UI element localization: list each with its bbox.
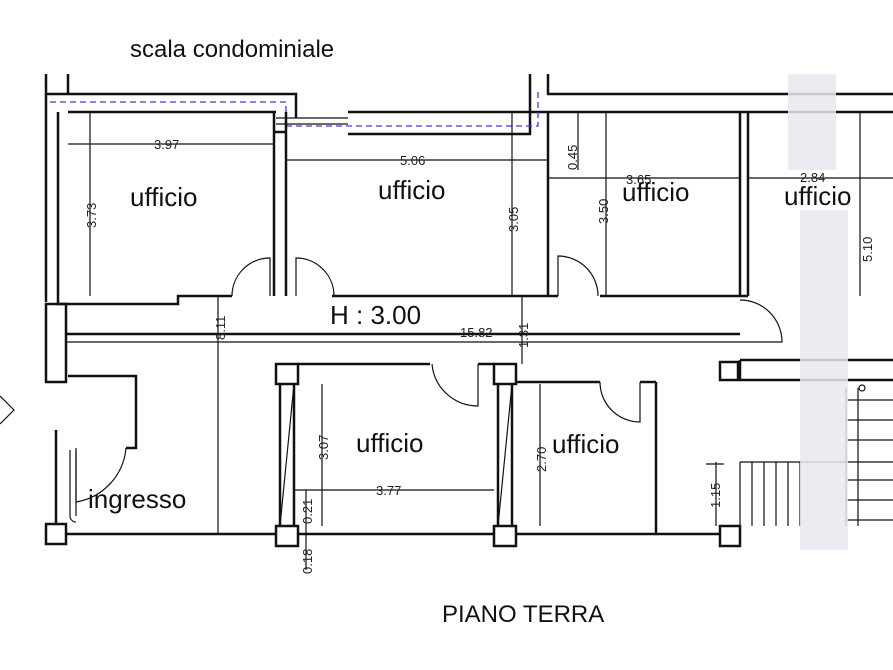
dim-label: 3.97 — [154, 137, 179, 152]
dim-label: 0.45 — [565, 145, 580, 170]
stair-label: scala condominiale — [130, 36, 334, 63]
dim-label: 3.07 — [316, 435, 331, 460]
dim-label: 3.65 — [626, 172, 651, 187]
dim-label: 3.73 — [84, 203, 99, 228]
dim-label: 1.15 — [708, 483, 723, 508]
entrance-arrow-icon — [0, 395, 15, 425]
room-labels: ufficio ufficio ufficio ufficio ufficio … — [88, 175, 851, 514]
room-label: ufficio — [622, 177, 689, 207]
dim-label: 3.50 — [596, 199, 611, 224]
dimension-labels: 3.97 3.73 5.06 3.05 0.45 3.65 3.50 2.84 … — [84, 137, 875, 574]
top-offices-walls — [56, 112, 750, 306]
dim-label: 0.18 — [300, 549, 315, 574]
ceiling-height-label: H : 3.00 — [330, 300, 421, 330]
room-label: ingresso — [88, 484, 186, 514]
room-label: ufficio — [356, 428, 423, 458]
room-label: ufficio — [552, 429, 619, 459]
landing-dashed-line — [50, 92, 539, 127]
dim-label: 3.05 — [506, 207, 521, 232]
room-label: ufficio — [784, 181, 851, 211]
top-doors — [231, 255, 783, 343]
dim-label: 2.70 — [534, 447, 549, 472]
dim-label: 5.06 — [400, 153, 425, 168]
room-label: ufficio — [130, 182, 197, 212]
room-label: ufficio — [378, 175, 445, 205]
stairs — [739, 384, 893, 526]
dim-label: 0.21 — [300, 499, 315, 524]
dim-label: 2.84 — [800, 170, 825, 185]
dim-label: 5.10 — [860, 237, 875, 262]
floor-title: PIANO TERRA — [442, 601, 604, 628]
corridor-walls — [44, 302, 893, 384]
blurred-area — [800, 210, 848, 550]
dim-label: 1.31 — [516, 323, 531, 348]
dim-label: 15.82 — [460, 325, 493, 340]
top-walls — [44, 74, 893, 302]
bottom-offices-walls — [274, 360, 742, 548]
dim-label: 8.11 — [213, 316, 228, 340]
dim-label: 3.77 — [376, 483, 401, 498]
dimension-lines — [66, 112, 893, 570]
entrance-walls — [44, 374, 276, 546]
blurred-area — [788, 74, 836, 170]
bottom-doors — [431, 363, 641, 423]
